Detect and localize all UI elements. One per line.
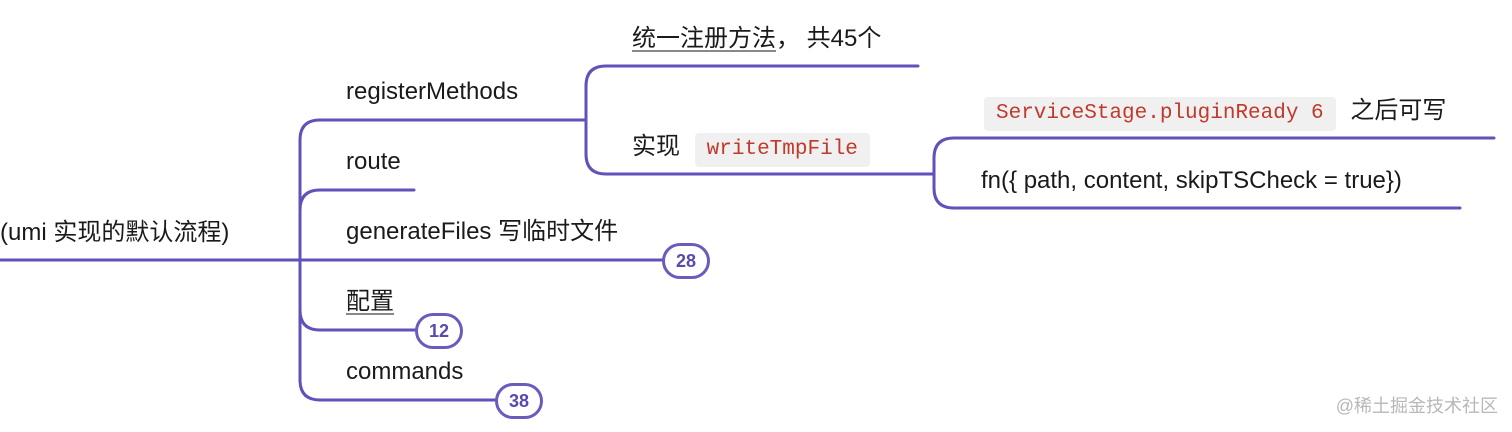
sub-connector-stage	[932, 136, 1496, 176]
write-signature-label: fn({ path, content, skipTSCheck = true})	[981, 167, 1402, 194]
watermark: @稀土掘金技术社区	[1335, 396, 1498, 416]
unified-register-count: ， 共45个	[776, 25, 882, 52]
collapse-badge-commands[interactable]: 38	[495, 383, 543, 419]
branch-commands[interactable]: commands	[346, 357, 463, 387]
node-plugin-ready-stage[interactable]: ServiceStage.pluginReady 6 之后可写	[984, 96, 1446, 131]
branch-connector-register-methods	[298, 118, 588, 142]
branch-label: route	[346, 148, 401, 175]
main-trunk	[260, 138, 302, 382]
collapse-badge-config[interactable]: 12	[415, 313, 463, 349]
plugin-ready-code: ServiceStage.pluginReady 6	[984, 97, 1336, 131]
sub-connector-signature	[932, 172, 1462, 210]
plugin-ready-suffix: 之后可写	[1350, 97, 1447, 124]
branch-connector-route	[298, 188, 416, 212]
unified-register-link[interactable]: 统一注册方法	[632, 25, 776, 52]
branch-label: registerMethods	[346, 78, 519, 105]
write-tmp-file-code: writeTmpFile	[694, 133, 870, 167]
branch-generate-files[interactable]: generateFiles 写临时文件	[346, 217, 618, 247]
node-implement-write-tmp-file[interactable]: 实现 writeTmpFile	[632, 132, 870, 167]
branch-config[interactable]: 配置	[346, 287, 394, 317]
collapse-badge-generate-files[interactable]: 28	[662, 243, 710, 279]
branch-connector-config	[298, 308, 420, 332]
branch-label: generateFiles 写临时文件	[346, 218, 619, 245]
sub-connector-unified	[584, 64, 920, 122]
branch-route[interactable]: route	[346, 147, 401, 177]
branch-label: commands	[346, 358, 464, 385]
root-node[interactable]: (umi 实现的默认流程)	[0, 218, 229, 248]
node-unified-register[interactable]: 统一注册方法， 共45个	[632, 24, 881, 54]
sub-connector-implement	[584, 118, 936, 176]
branch-connector-commands	[298, 378, 500, 402]
node-write-signature[interactable]: fn({ path, content, skipTSCheck = true})	[981, 166, 1402, 196]
branch-register-methods[interactable]: registerMethods	[346, 77, 518, 107]
branch-label: 配置	[346, 288, 394, 315]
implement-prefix: 实现	[632, 133, 680, 160]
root-label: (umi 实现的默认流程)	[0, 219, 230, 246]
